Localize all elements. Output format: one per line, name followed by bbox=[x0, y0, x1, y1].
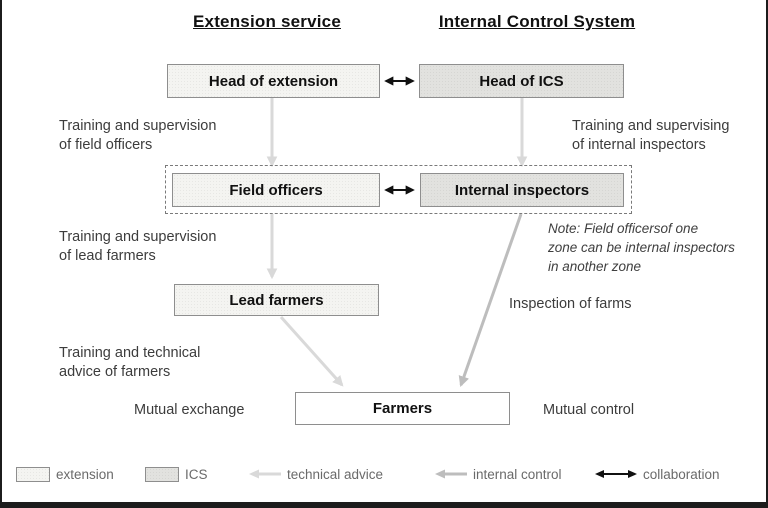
label-mutual-exchange: Mutual exchange bbox=[134, 402, 245, 418]
ics-swatch-icon bbox=[145, 466, 179, 482]
internal-control-arrow-icon bbox=[435, 469, 467, 479]
legend-item-technical-advice: technical advice bbox=[249, 464, 383, 484]
legend-item-internal-control: internal control bbox=[435, 464, 562, 484]
node-internal-inspectors: Internal inspectors bbox=[420, 173, 624, 207]
collaboration-arrow-icon bbox=[595, 470, 637, 478]
legend-label-collaboration: collaboration bbox=[643, 466, 720, 482]
node-head-of-ics: Head of ICS bbox=[419, 64, 624, 98]
label-training-field-officers: Training and supervision of field office… bbox=[59, 118, 217, 153]
legend-item-ics: ICS bbox=[145, 464, 208, 484]
technical-advice-arrow-icon bbox=[249, 469, 281, 479]
label-training-internal-inspectors: Training and supervising of internal ins… bbox=[572, 118, 730, 153]
label-mutual-control: Mutual control bbox=[543, 402, 635, 418]
legend-label-internal-control: internal control bbox=[473, 466, 562, 482]
zone-dashed-group bbox=[165, 165, 632, 214]
label-inspection-of-farms: Inspection of farms bbox=[509, 296, 632, 312]
legend-label-extension: extension bbox=[56, 466, 114, 482]
column-title-extension-service: Extension service bbox=[193, 12, 341, 31]
label-training-farmers: Training and technical advice of farmers bbox=[59, 345, 201, 380]
label-training-lead-farmers: Training and supervision of lead farmers bbox=[59, 229, 217, 264]
legend-label-technical-advice: technical advice bbox=[287, 466, 384, 482]
edge-lead-farmers-to-farmers bbox=[279, 315, 344, 387]
extension-swatch-icon bbox=[16, 466, 50, 482]
label-note-zones: Note: Field officersof one zone can be i… bbox=[548, 221, 735, 274]
node-farmers: Farmers bbox=[295, 392, 510, 425]
legend-item-extension: extension bbox=[16, 464, 114, 484]
node-field-officers: Field officers bbox=[172, 173, 380, 207]
column-title-internal-control-system: Internal Control System bbox=[438, 12, 636, 31]
node-head-of-extension: Head of extension bbox=[167, 64, 380, 98]
legend-item-collaboration: collaboration bbox=[595, 464, 720, 484]
node-lead-farmers: Lead farmers bbox=[174, 284, 379, 316]
legend-label-ics: ICS bbox=[185, 466, 208, 482]
